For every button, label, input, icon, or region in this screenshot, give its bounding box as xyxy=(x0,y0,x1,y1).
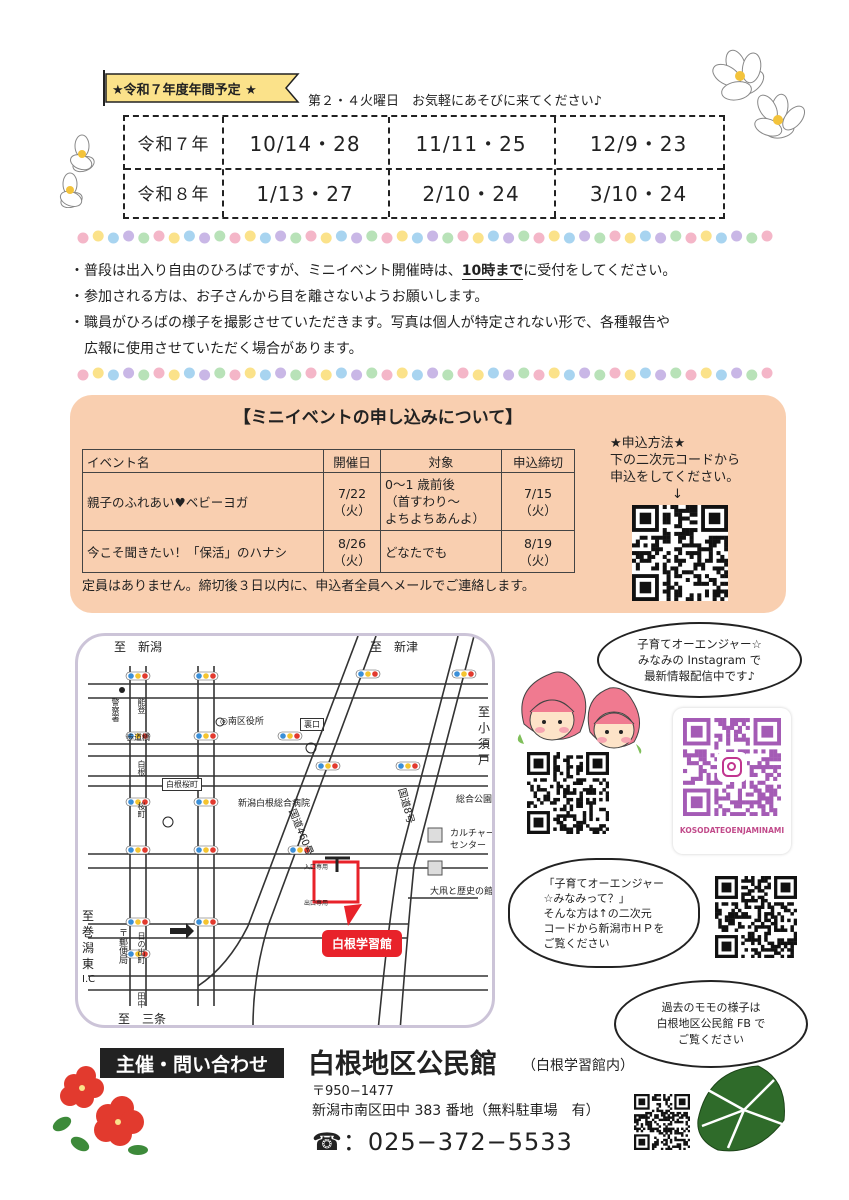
event-name: 今こそ聞きたい！「保活」のハナシ xyxy=(82,530,324,573)
schedule-date: 12/9・23 xyxy=(589,132,688,156)
instagram-bubble: 子育てオーエンジャー☆みなみの Instagram で最新情報配信中です♪ xyxy=(597,622,802,698)
map-exit-only: 出口専用 xyxy=(304,900,329,907)
table-header-row: イベント名 開催日 対象 申込締切 xyxy=(82,449,575,473)
apply-title: ★申込方法★ xyxy=(610,436,686,451)
schedule-date: 10/14・28 xyxy=(249,132,361,156)
note-item: ・普段は出入り自由のひろばですが、ミニイベント開催時は、10時までに受付をしてく… xyxy=(70,263,677,280)
table-header: イベント名 xyxy=(82,449,324,473)
event-target: どなたでも xyxy=(380,530,502,573)
event-date: 7/22（火） xyxy=(323,472,381,531)
map-direction-niigata: 至 新潟 xyxy=(114,640,163,654)
map-denchu: 田中 xyxy=(137,992,146,1008)
instagram-icon xyxy=(717,752,747,782)
host-contact-label: 主催・問い合わせ xyxy=(100,1048,284,1078)
decorative-dots-divider xyxy=(77,230,773,244)
instagram-qr-card[interactable]: KOSODATEOENJAMINAMI xyxy=(673,708,791,854)
schedule-year: 令和８年 xyxy=(137,185,210,205)
apply-method: ★申込方法★ 下の二次元コードから 申込をしてください。 ↓ xyxy=(610,435,770,503)
schedule-date: 1/13・27 xyxy=(256,182,354,206)
table-row: 今こそ聞きたい！「保活」のハナシ 8/26（火） どなたでも 8/19（火） xyxy=(82,530,575,573)
table-header: 対象 xyxy=(380,449,502,473)
map-city-office: ◎南区役所 xyxy=(220,717,264,727)
note-item: ・職員がひろばの様子を撮影させていただきます。写真は個人が特定されない形で、各種… xyxy=(70,315,671,331)
banner-ribbon-icon xyxy=(103,70,300,106)
peach-characters-icon xyxy=(517,671,642,754)
map-roads xyxy=(88,636,488,1025)
decorative-dots-divider xyxy=(77,367,773,381)
apply-qr-code[interactable] xyxy=(632,505,728,601)
postal-code: 〒950−1477 xyxy=(312,1084,394,1099)
organization-sub: （白根学習館内） xyxy=(522,1058,634,1074)
down-arrow-icon: ↓ xyxy=(672,487,683,502)
map-entrance-only: 入口専用 xyxy=(304,864,329,871)
schedule-note: 第２・４火曜日 お気軽にあそびに来てください♪ xyxy=(308,94,602,109)
table-header: 開催日 xyxy=(323,449,381,473)
mini-event-footer: 定員はありません。締切後３日以内に、申込者全員へメールでご連絡します。 xyxy=(82,579,535,594)
schedule-date: 11/11・25 xyxy=(415,132,527,156)
map-ooi-museum: 大凧と歴史の館 xyxy=(430,887,494,897)
map-footbridge: 歩道橋 xyxy=(126,733,150,742)
schedule-year: 令和７年 xyxy=(137,135,210,155)
homepage-bubble: 「子育てオーエンジャー☆みなみって？」そんな方は↑の二次元コードから新潟市ＨＰを… xyxy=(508,858,700,968)
hibiscus-flower-icon xyxy=(52,1066,148,1155)
apply-text: 下の二次元コードから xyxy=(610,453,741,468)
map-sakuramachi-sign: 白根桜町 xyxy=(162,778,202,791)
map-shirane: 白根 xyxy=(137,760,146,776)
apply-text: 申込をしてください。 xyxy=(610,470,740,485)
event-deadline: 8/19（火） xyxy=(501,530,575,573)
event-deadline: 7/15（火） xyxy=(501,472,575,531)
facebook-qr-code[interactable] xyxy=(715,876,797,958)
table-header: 申込締切 xyxy=(501,449,575,473)
note-item: ・参加される方は、お子さんから目を離さないようお願いします。 xyxy=(70,289,489,305)
note-item: 広報に使用させていただく場合があります。 xyxy=(70,341,363,357)
map-direction-kosudo: 至小須戸 xyxy=(478,705,491,767)
event-date: 8/26（火） xyxy=(323,530,381,573)
mini-event-table: イベント名 開催日 対象 申込締切 親子のふれあい♥ベビーヨガ 7/22（火） … xyxy=(82,449,575,573)
niigata-hp-qr-code[interactable] xyxy=(527,752,609,834)
table-row: 親子のふれあい♥ベビーヨガ 7/22（火） 0〜1 歳前後（首すわり〜よちよちあ… xyxy=(82,472,575,531)
map-hinode: 日の出町 xyxy=(137,932,146,964)
notes-list: ・普段は出入り自由のひろばですが、ミニイベント開催時は、10時までに受付をしてく… xyxy=(70,258,790,362)
plumeria-flower-left-icon xyxy=(59,134,95,208)
footer-qr-code[interactable] xyxy=(634,1094,690,1150)
mini-event-title: 【ミニイベントの申し込みについて】 xyxy=(233,408,523,428)
schedule-date: 2/10・24 xyxy=(422,182,520,206)
event-name: 親子のふれあい♥ベビーヨガ xyxy=(82,472,324,531)
schedule-table: 令和７年 10/14・28 11/11・25 12/9・23 令和８年 1/13… xyxy=(123,115,725,219)
map-back-entrance: 裏口 xyxy=(300,718,324,731)
map-direction-sanjo: 至 三条 xyxy=(118,1012,167,1026)
organization-name: 白根地区公民館 xyxy=(308,1049,497,1080)
plumeria-flower-icon xyxy=(712,49,806,139)
telephone[interactable]: ☎：025−372−5533 xyxy=(312,1128,573,1156)
map-target-label: 白根学習館 xyxy=(322,930,403,957)
instagram-qr-code[interactable] xyxy=(683,718,781,816)
banner-title: ★令和７年度年間予定 ★ xyxy=(112,83,257,98)
map-sakuramachi: 桜町 xyxy=(137,802,146,818)
schedule-banner: ★令和７年度年間予定 ★ xyxy=(100,70,300,106)
map-hospital: 新潟白根総合病院 xyxy=(238,799,311,809)
facebook-bubble: 過去のモモの様子は白根地区公民館 FB でご覧ください xyxy=(614,980,808,1068)
schedule-date: 3/10・24 xyxy=(589,182,688,206)
map-police: 警察署 xyxy=(111,698,120,722)
reception-time: 10時まで xyxy=(461,263,524,280)
instagram-handle: KOSODATEOENJAMINAMI xyxy=(679,826,785,835)
map-park: 総合公園 xyxy=(456,795,493,805)
map-culture-center: カルチャーセンター xyxy=(450,829,495,851)
event-target: 0〜1 歳前後（首すわり〜よちよちあんよ） xyxy=(380,472,502,531)
map-post-office: 〒郵便局 xyxy=(117,928,127,964)
address: 新潟市南区田中 383 番地（無料駐車場 有） xyxy=(312,1103,600,1119)
mini-event-section: 【ミニイベントの申し込みについて】 イベント名 開催日 対象 申込締切 親子のふ… xyxy=(70,395,786,613)
map-noto: 能登 xyxy=(137,698,146,714)
map-direction-niitsu: 至 新津 xyxy=(370,640,419,654)
monstera-leaf-icon xyxy=(697,1065,785,1152)
